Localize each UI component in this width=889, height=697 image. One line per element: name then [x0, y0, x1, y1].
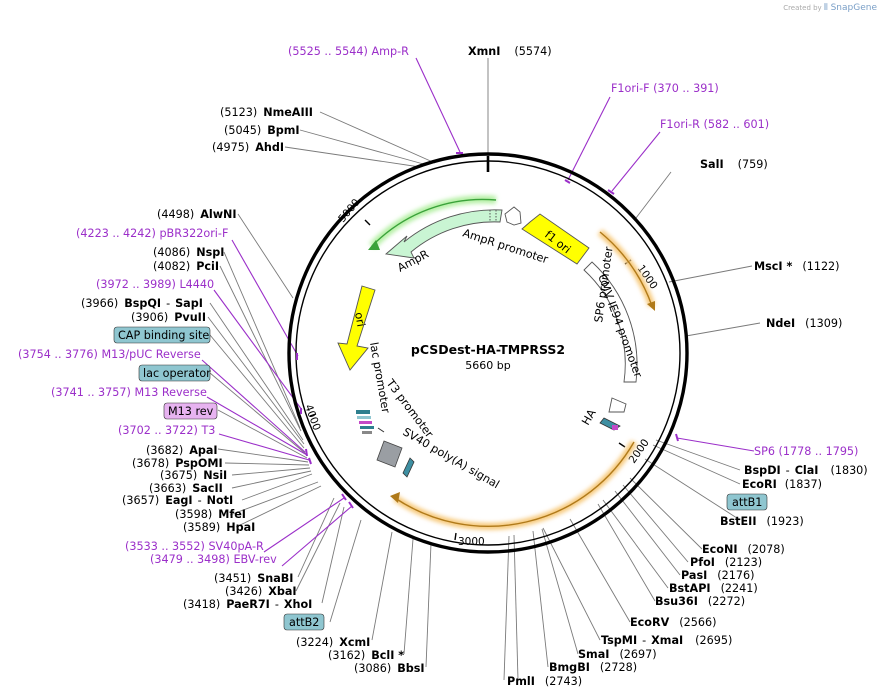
- site-bstapi[interactable]: BstAPI(2241): [669, 582, 758, 595]
- site-apai[interactable]: (3682)ApaI: [146, 444, 218, 457]
- m13-rev-label: M13 rev: [168, 405, 214, 418]
- primer-ebv-rev[interactable]: (3479 .. 3498) EBV-rev: [150, 553, 277, 566]
- site-ndei[interactable]: NdeI(1309): [766, 317, 842, 330]
- site-sali[interactable]: SalI(759): [700, 158, 768, 171]
- lac-operator-box[interactable]: [138, 364, 211, 382]
- site-pfoi[interactable]: PfoI(2123): [690, 556, 762, 569]
- site-xcmi[interactable]: (3224)XcmI: [296, 636, 370, 649]
- site-nsii[interactable]: (3675)NsiI: [160, 469, 227, 482]
- lac-region-marks: [356, 410, 385, 434]
- tick-marks: [309, 219, 632, 541]
- orange-arrowhead-2: [390, 492, 400, 503]
- site-bbsi[interactable]: (3086)BbsI: [354, 662, 425, 675]
- primer-m13-puc-reverse[interactable]: (3754 .. 3776) M13/pUC Reverse: [18, 348, 201, 361]
- plasmid-name: pCSDest-HA-TMPRSS2: [411, 342, 565, 357]
- orange-arrowhead-1: [647, 301, 655, 311]
- primer-f1ori-r[interactable]: F1ori-R (582 .. 601): [660, 118, 769, 131]
- site-pcii[interactable]: (4082)PciI: [153, 260, 219, 273]
- lac-operator-label: lac operator: [143, 367, 211, 380]
- plasmid-size: 5660 bp: [465, 359, 510, 372]
- backbone-outer: [287, 152, 689, 554]
- leader-lines: [207, 58, 761, 681]
- attb1-label: attB1: [732, 496, 762, 509]
- cmv-promoter-arrow: [583, 261, 638, 383]
- site-bspdi-clai[interactable]: BspDI-ClaI(1830): [744, 464, 868, 477]
- site-bpmi[interactable]: (5045)BpmI: [224, 124, 300, 137]
- site-tspmi-xmai[interactable]: TspMI-XmaI(2695): [601, 634, 732, 647]
- orange-arc-1: [599, 231, 653, 307]
- feature-label-ha: HA: [579, 407, 598, 428]
- feature-label-lac-promoter: lac promoter: [367, 341, 392, 414]
- site-ecorv[interactable]: EcoRV(2566): [630, 616, 716, 629]
- site-xbai[interactable]: (3426)XbaI: [225, 585, 297, 598]
- site-bsu36i[interactable]: Bsu36I(2272): [655, 595, 745, 608]
- ha-tag-accent: [612, 425, 618, 430]
- ampr-feature-arrow: [384, 209, 503, 259]
- orange-glow-2: [393, 440, 638, 530]
- site-smai[interactable]: SmaI(2697): [578, 648, 657, 661]
- credit-brand: SnapGene: [830, 3, 877, 13]
- primer-t3[interactable]: (3702 .. 3722) T3: [118, 424, 215, 437]
- ori-arrow: [337, 285, 376, 371]
- snapgene-credit: Created by ⫴ SnapGene: [783, 3, 877, 13]
- attb2-box[interactable]: [283, 613, 325, 631]
- site-nmeaiii[interactable]: (5123)NmeAIII: [220, 106, 313, 119]
- m13-rev-box[interactable]: [163, 402, 218, 420]
- primer-m13-reverse[interactable]: (3741 .. 3757) M13 Reverse: [51, 386, 207, 399]
- ampr-promoter-arrow: [504, 206, 522, 226]
- site-snabi[interactable]: (3451)SnaBI: [214, 572, 293, 585]
- snapgene-logo: ⫴ SnapGene: [823, 3, 877, 13]
- site-mfei[interactable]: (3598)MfeI: [175, 508, 246, 521]
- primer-f1ori-f[interactable]: F1ori-F (370 .. 391): [611, 82, 719, 95]
- ampr-arc-arrowhead: [368, 240, 380, 250]
- site-msci[interactable]: MscI *(1122): [754, 260, 840, 273]
- f1-ori-arrow: [521, 213, 590, 265]
- site-pmli[interactable]: PmlI(2743): [507, 675, 582, 688]
- site-paer7i-xhoi[interactable]: (3418)PaeR7I-XhoI: [183, 598, 312, 611]
- orange-arc-2: [394, 441, 635, 527]
- grey-feature-box: [376, 440, 403, 468]
- site-bspqi-sapi[interactable]: (3966)BspQI-SapI: [81, 297, 203, 310]
- tick-3000: 3000: [458, 536, 485, 548]
- site-ahdi[interactable]: (4975)AhdI: [212, 141, 284, 154]
- site-bsteii[interactable]: BstEII(1923): [720, 515, 804, 528]
- primer-leaders: [201, 57, 755, 567]
- site-bmgbi[interactable]: BmgBI(2728): [549, 661, 637, 674]
- site-pvuii[interactable]: (3906)PvuII: [131, 311, 206, 324]
- feature-label-ori: ori: [352, 311, 367, 328]
- attb2-label: attB2: [289, 616, 319, 629]
- credit-prefix: Created by: [783, 4, 822, 12]
- primer-pbr322ori-f[interactable]: (4223 .. 4242) pBR322ori-F: [76, 227, 228, 240]
- feature-label-sv40: SV40 poly(A) signal: [401, 425, 502, 491]
- site-bcli[interactable]: (3162)BclI *: [328, 649, 404, 662]
- primer-sp6[interactable]: SP6 (1778 .. 1795): [754, 445, 858, 458]
- cap-binding-box[interactable]: [113, 326, 211, 344]
- primer-amp-r[interactable]: (5525 .. 5544) Amp-R: [288, 45, 409, 58]
- primer-sv40pa-r[interactable]: (3533 .. 3552) SV40pA-R: [125, 540, 264, 553]
- site-xmni[interactable]: XmnI(5574): [468, 45, 552, 58]
- primer-l4440[interactable]: (3972 .. 3989) L4440: [96, 278, 214, 291]
- sp6-promoter-arrow: [608, 397, 627, 413]
- teal-feature-arrow: [402, 457, 415, 478]
- site-econi[interactable]: EcoNI(2078): [702, 543, 785, 556]
- site-pasi[interactable]: PasI(2176): [681, 569, 754, 582]
- site-ecori[interactable]: EcoRI(1837): [742, 478, 822, 491]
- site-eagi-noti[interactable]: (3657)EagI-NotI: [122, 494, 233, 507]
- site-sacii[interactable]: (3663)SacII: [149, 482, 223, 495]
- site-hpai[interactable]: (3589)HpaI: [183, 521, 255, 534]
- site-pspomi[interactable]: (3678)PspOMI: [132, 457, 223, 470]
- site-nspi[interactable]: (4086)NspI: [153, 246, 224, 259]
- cap-binding-label: CAP binding site: [118, 329, 209, 342]
- primer-markers: [296, 152, 679, 509]
- attb1-box[interactable]: [726, 493, 768, 511]
- ampr-arc: [371, 198, 497, 247]
- site-alwni[interactable]: (4498)AlwNI: [157, 208, 237, 221]
